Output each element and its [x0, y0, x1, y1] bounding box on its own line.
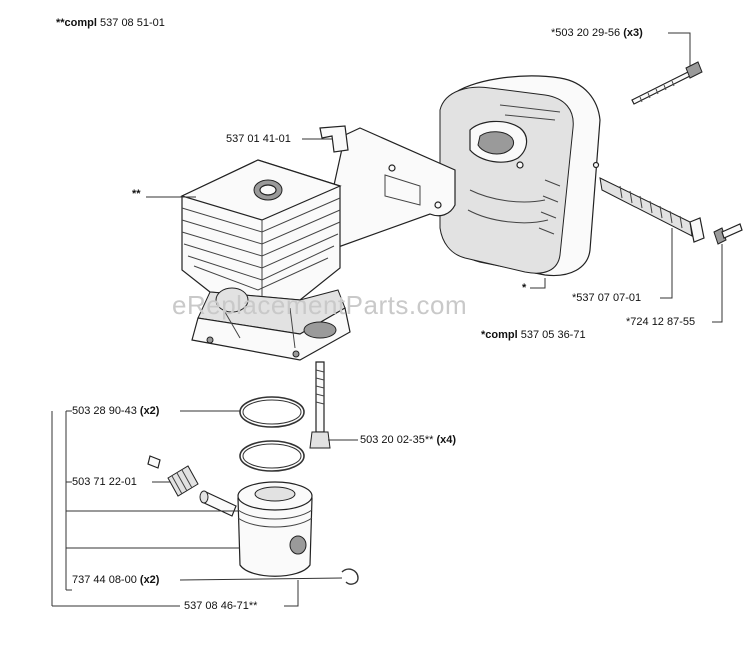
label-537-01-41-01: 537 01 41-01 [226, 133, 291, 145]
quantity: (x4) [436, 434, 457, 446]
label-503-71-22-01: 503 71 22-01 [72, 476, 137, 488]
watermark: eReplacementParts.com [172, 290, 468, 320]
quantity: (x2) [139, 405, 160, 417]
cylinder [180, 159, 351, 361]
label-724-12-87-55: *724 12 87-55 [626, 316, 696, 328]
part-number: 503 28 90-43 [72, 405, 137, 417]
needle-bearing [147, 455, 199, 497]
cylinder-bolt [309, 361, 331, 449]
label-737-44-08-00: 737 44 08-00 (x2) [72, 574, 159, 587]
piston-rings [239, 396, 305, 472]
label-compl-top-prefix: **compl [56, 17, 97, 29]
label-compl-top-number: 537 08 51-01 [100, 17, 165, 29]
part-number: *503 20 29-56 [551, 27, 621, 39]
muffler-gasket [319, 125, 456, 251]
spark-screen [599, 177, 705, 243]
label-compl-mid: *compl 537 05 36-71 [481, 329, 586, 342]
leader-lines [51, 32, 723, 607]
label-503-28-90-43: 503 28 90-43 (x2) [72, 405, 159, 418]
part-number: 503 20 02-35** [360, 434, 434, 446]
piston-pin [199, 490, 237, 517]
label-single-star: * [522, 282, 527, 294]
label-503-20-29-56: *503 20 29-56 (x3) [551, 27, 643, 40]
small-screw [713, 223, 743, 245]
label-537-07-07-01: *537 07 07-01 [572, 292, 642, 304]
muffler-bolt [631, 61, 703, 105]
quantity: (x2) [139, 574, 160, 586]
part-number: 737 44 08-00 [72, 574, 137, 586]
label-compl-top: **compl 537 08 51-01 [56, 17, 165, 30]
piston [237, 481, 313, 577]
label-compl-mid-prefix: *compl [481, 329, 518, 341]
label-503-20-02-35: 503 20 02-35** (x4) [360, 434, 456, 447]
quantity: (x3) [623, 27, 643, 39]
circlip [341, 568, 359, 585]
label-537-08-46-71: 537 08 46-71** [184, 600, 258, 612]
muffler [439, 75, 601, 277]
label-compl-mid-number: 537 05 36-71 [520, 329, 586, 341]
label-double-star: ** [132, 188, 141, 200]
